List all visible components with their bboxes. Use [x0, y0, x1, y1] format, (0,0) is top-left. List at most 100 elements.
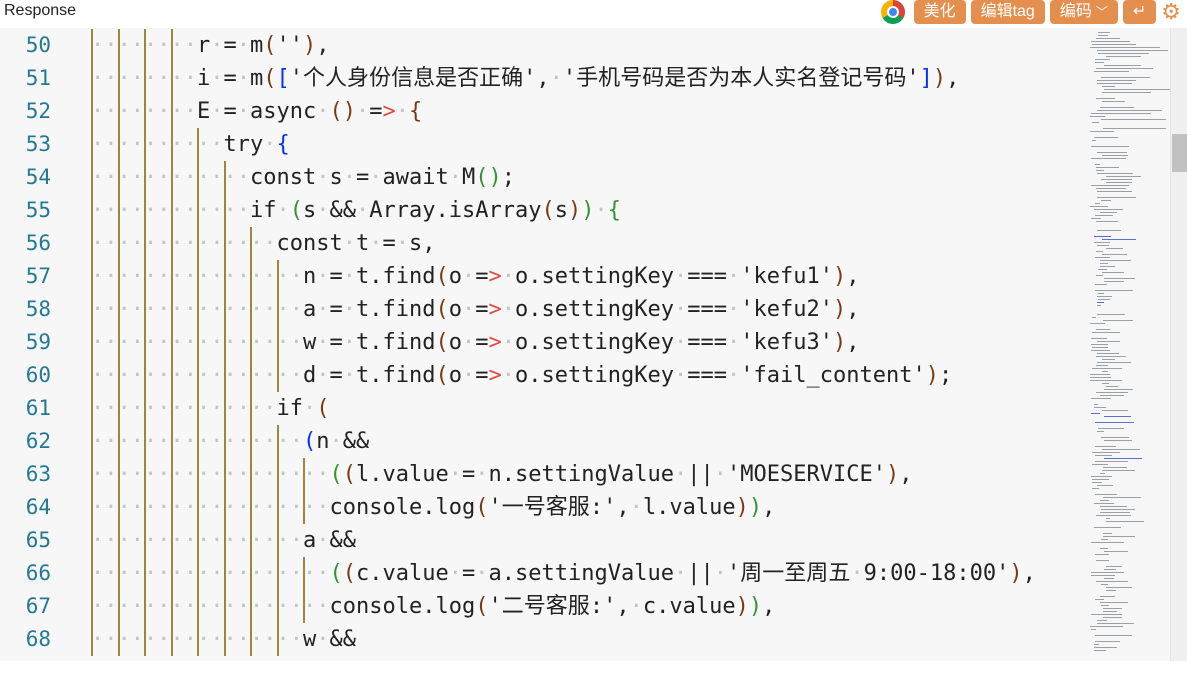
minimap-line	[1097, 80, 1136, 81]
whitespace-dot: ·	[448, 165, 462, 190]
minimap[interactable]	[1088, 28, 1177, 661]
gear-icon[interactable]: ⚙	[1161, 0, 1181, 24]
whitespace-dot: ·	[210, 297, 224, 322]
whitespace-dot: ·	[104, 132, 118, 157]
bracket: )	[833, 264, 847, 289]
whitespace-dot: ·	[236, 627, 250, 652]
indent-guide	[91, 161, 93, 194]
minimap-line	[1090, 626, 1124, 627]
indent-guide	[223, 524, 226, 557]
whitespace-dot: ·	[197, 561, 211, 586]
code-text: ········i·=·m(['个人身份信息是否正确',·'手机号码是否为本人实…	[91, 66, 960, 91]
indent-guide	[223, 161, 226, 194]
whitespace-dot: ·	[629, 594, 643, 619]
minimap-line	[1091, 572, 1125, 573]
line-number: 63	[25, 462, 51, 486]
whitespace-dot: ·	[289, 330, 303, 355]
whitespace-dot: ·	[342, 330, 356, 355]
indent-guide	[223, 326, 226, 359]
bracket: )	[735, 495, 749, 520]
whitespace-dot: ·	[342, 231, 356, 256]
minimap-line	[1098, 428, 1124, 429]
whitespace-dot: ·	[104, 66, 118, 91]
chrome-icon[interactable]	[880, 0, 905, 24]
whitespace-dot: ·	[144, 198, 158, 223]
minimap-line	[1092, 140, 1097, 141]
indent-guide	[250, 557, 252, 590]
whitespace-dot: ·	[117, 429, 131, 454]
whitespace-dot: ·	[157, 66, 171, 91]
indent-guide	[170, 62, 173, 95]
indent-guide	[117, 194, 120, 227]
beautify-button[interactable]: 美化	[913, 0, 966, 24]
code-editor[interactable]: 50········r·=·m(''),51········i·=·m(['个人…	[0, 28, 1187, 661]
whitespace-dot: ·	[210, 396, 224, 421]
whitespace-dot: ·	[250, 429, 264, 454]
indent-guide	[276, 359, 279, 392]
minimap-line	[1104, 458, 1142, 459]
whitespace-dot: ·	[144, 231, 158, 256]
whitespace-dot: ·	[170, 462, 184, 487]
minimap-line	[1097, 110, 1163, 111]
whitespace-dot: ·	[289, 561, 303, 586]
whitespace-dot: ·	[223, 363, 237, 388]
whitespace-dot: ·	[130, 363, 144, 388]
minimap-line	[1098, 35, 1108, 36]
vertical-scrollbar[interactable]	[1170, 28, 1187, 661]
encoding-dropdown[interactable]: 编码﹀	[1049, 0, 1118, 24]
minimap-line	[1091, 146, 1129, 147]
minimap-line	[1097, 305, 1102, 306]
whitespace-dot: ·	[263, 330, 277, 355]
bracket: (	[329, 462, 343, 487]
minimap-line	[1090, 374, 1110, 375]
line-number: 50	[25, 33, 51, 57]
whitespace-dot: ·	[289, 363, 303, 388]
whitespace-dot: ·	[223, 330, 237, 355]
word-wrap-button[interactable]: ↵	[1122, 0, 1157, 24]
whitespace-dot: ·	[236, 429, 250, 454]
code-line: 51········i·=·m(['个人身份信息是否正确',·'手机号码是否为本…	[0, 62, 1085, 95]
whitespace-dot: ·	[130, 594, 144, 619]
indent-guide	[144, 557, 146, 590]
minimap-line	[1092, 44, 1136, 45]
whitespace-dot: ·	[183, 495, 197, 520]
edit-tag-button[interactable]: 编辑tag	[970, 0, 1045, 24]
minimap-line	[1099, 506, 1127, 507]
whitespace-dot: ·	[263, 462, 277, 487]
whitespace-dot: ·	[674, 561, 688, 586]
whitespace-dot: ·	[236, 231, 250, 256]
whitespace-dot: ·	[276, 528, 290, 553]
whitespace-dot: ·	[130, 330, 144, 355]
minimap-line	[1097, 191, 1133, 192]
whitespace-dot: ·	[170, 264, 184, 289]
whitespace-dot: ·	[210, 264, 224, 289]
whitespace-dot: ·	[157, 297, 171, 322]
indent-guide	[197, 128, 199, 161]
whitespace-dot: ·	[104, 561, 118, 586]
indent-guide	[223, 623, 226, 656]
chevron-down-icon: ﹀	[1095, 5, 1108, 19]
bracket: )	[735, 594, 749, 619]
whitespace-dot: ·	[157, 429, 171, 454]
arrow-token: >	[488, 363, 502, 388]
minimap-line	[1093, 137, 1119, 138]
whitespace-dot: ·	[342, 363, 356, 388]
indent-guide	[170, 326, 173, 359]
line-number: 57	[25, 264, 51, 288]
whitespace-dot: ·	[316, 363, 330, 388]
minimap-line	[1090, 377, 1112, 378]
whitespace-dot: ·	[144, 594, 158, 619]
whitespace-dot: ·	[250, 231, 264, 256]
indent-guide	[117, 359, 120, 392]
whitespace-dot: ·	[250, 627, 264, 652]
whitespace-dot: ·	[130, 264, 144, 289]
whitespace-dot: ·	[144, 297, 158, 322]
minimap-line	[1104, 389, 1133, 390]
whitespace-dot: ·	[316, 99, 330, 124]
line-number: 53	[25, 132, 51, 156]
whitespace-dot: ·	[183, 198, 197, 223]
minimap-line	[1100, 539, 1109, 540]
scrollbar-thumb[interactable]	[1172, 133, 1187, 172]
whitespace-dot: ·	[91, 594, 105, 619]
whitespace-dot: ·	[157, 495, 171, 520]
